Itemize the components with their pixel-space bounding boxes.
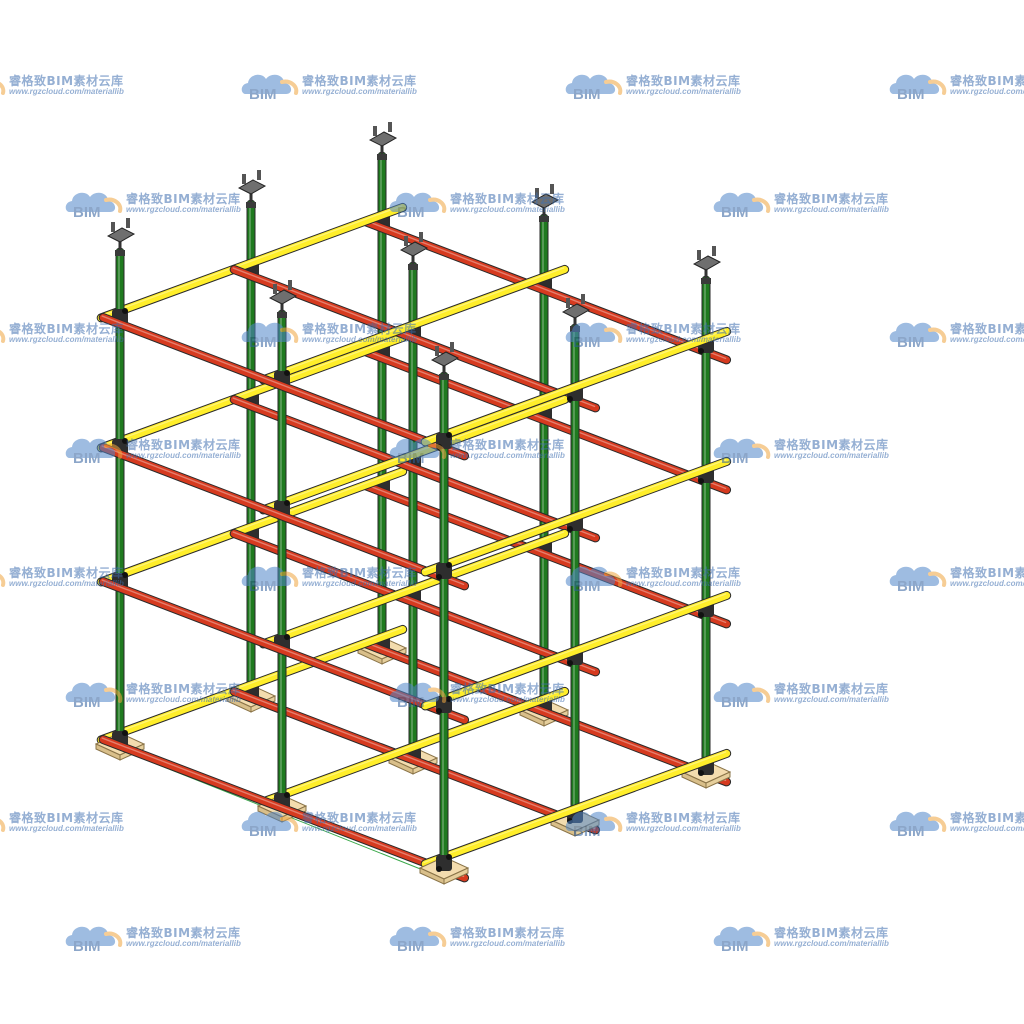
head-jack-nut — [570, 326, 580, 332]
ledger-yellow — [420, 590, 732, 711]
coupler-bolt — [698, 348, 704, 354]
ledger-red — [98, 735, 470, 883]
coupler-bolt — [698, 478, 704, 484]
head-jack-lug — [242, 174, 246, 184]
ledger-yellow — [96, 466, 408, 587]
coupler-bolt — [122, 308, 128, 314]
head-jack-lug — [581, 294, 585, 304]
standard-tube — [539, 213, 549, 711]
head-jack-plate — [430, 351, 460, 367]
head-jack-plate — [368, 131, 398, 147]
head-jack-nut — [539, 216, 549, 222]
standard-tube — [377, 151, 387, 649]
head-jack-nut — [115, 250, 125, 256]
coupler-bolt — [436, 574, 442, 580]
ledger-yellow — [258, 686, 570, 807]
coupler-bolt — [698, 612, 704, 618]
ledger-red — [360, 639, 732, 787]
ledger-yellow — [420, 456, 732, 577]
head-jack-lug — [111, 222, 115, 232]
head-jack-lug — [435, 346, 439, 356]
head-jack-plate — [561, 303, 591, 319]
coupler-bolt — [698, 770, 704, 776]
head-jack-plate — [692, 255, 722, 271]
head-jack-lug — [697, 250, 701, 260]
standard-tube — [701, 275, 711, 773]
coupler-bolt — [436, 444, 442, 450]
head-jack-lug — [566, 298, 570, 308]
coupler-bolt — [446, 432, 452, 438]
ledger-yellow — [96, 332, 408, 453]
coupler-bolt — [122, 572, 128, 578]
head-jack-lug — [450, 342, 454, 352]
head-jack-lug — [388, 122, 392, 132]
standard-tube — [277, 309, 287, 807]
ledger-red — [98, 313, 470, 461]
head-jack-lug — [550, 184, 554, 194]
standard-tube — [246, 199, 256, 697]
head-jack-plate — [106, 227, 136, 243]
coupler-bolt — [284, 500, 290, 506]
coupler-bolt — [122, 438, 128, 444]
scaffold-structure — [94, 122, 732, 885]
ledger-yellow — [96, 624, 408, 745]
ledger-red — [360, 347, 732, 495]
coupler-bolt — [567, 396, 573, 402]
coupler-bolt — [446, 696, 452, 702]
ledger-yellow — [420, 748, 732, 869]
ledger-yellow — [96, 202, 408, 323]
ledger-red — [360, 217, 732, 365]
coupler-bolt — [446, 562, 452, 568]
head-jack-plate — [237, 179, 267, 195]
head-jack-lug — [257, 170, 261, 180]
head-jack-lug — [373, 126, 377, 136]
ledger-red — [229, 529, 601, 677]
coupler-bolt — [567, 660, 573, 666]
coupler-bolt — [436, 866, 442, 872]
head-jack-lug — [404, 236, 408, 246]
head-jack-lug — [535, 188, 539, 198]
ledger-red — [229, 687, 601, 835]
coupler-bolt — [284, 792, 290, 798]
head-jack-nut — [701, 278, 711, 284]
base-plate-side — [705, 771, 731, 789]
head-jack-plate — [399, 241, 429, 257]
ledger-red — [229, 265, 601, 413]
head-jack-plate — [530, 193, 560, 209]
head-jack-lug — [712, 246, 716, 256]
coupler-bolt — [567, 818, 573, 824]
ledger-yellow — [258, 264, 570, 385]
coupler-bolt — [446, 854, 452, 860]
head-jack-nut — [246, 202, 256, 208]
coupler-bolt — [122, 730, 128, 736]
base-plate-side — [443, 867, 469, 885]
ledger-yellow — [420, 326, 732, 447]
ledger-yellow — [258, 528, 570, 649]
head-jack-nut — [439, 374, 449, 380]
head-jack-lug — [273, 284, 277, 294]
coupler-bolt — [567, 526, 573, 532]
standard-tube — [408, 261, 418, 759]
ledger-red — [98, 443, 470, 591]
head-jack-nut — [408, 264, 418, 270]
head-jack-lug — [419, 232, 423, 242]
head-jack-lug — [126, 218, 130, 228]
head-jack-nut — [277, 312, 287, 318]
ledger-red — [229, 395, 601, 543]
standard-tube — [115, 247, 125, 745]
head-jack-plate — [268, 289, 298, 305]
head-jack-lug — [288, 280, 292, 290]
head-jack-nut — [377, 154, 387, 160]
coupler-bolt — [284, 370, 290, 376]
coupler-bolt — [284, 634, 290, 640]
ledger-red — [360, 481, 732, 629]
coupler-bolt — [436, 708, 442, 714]
